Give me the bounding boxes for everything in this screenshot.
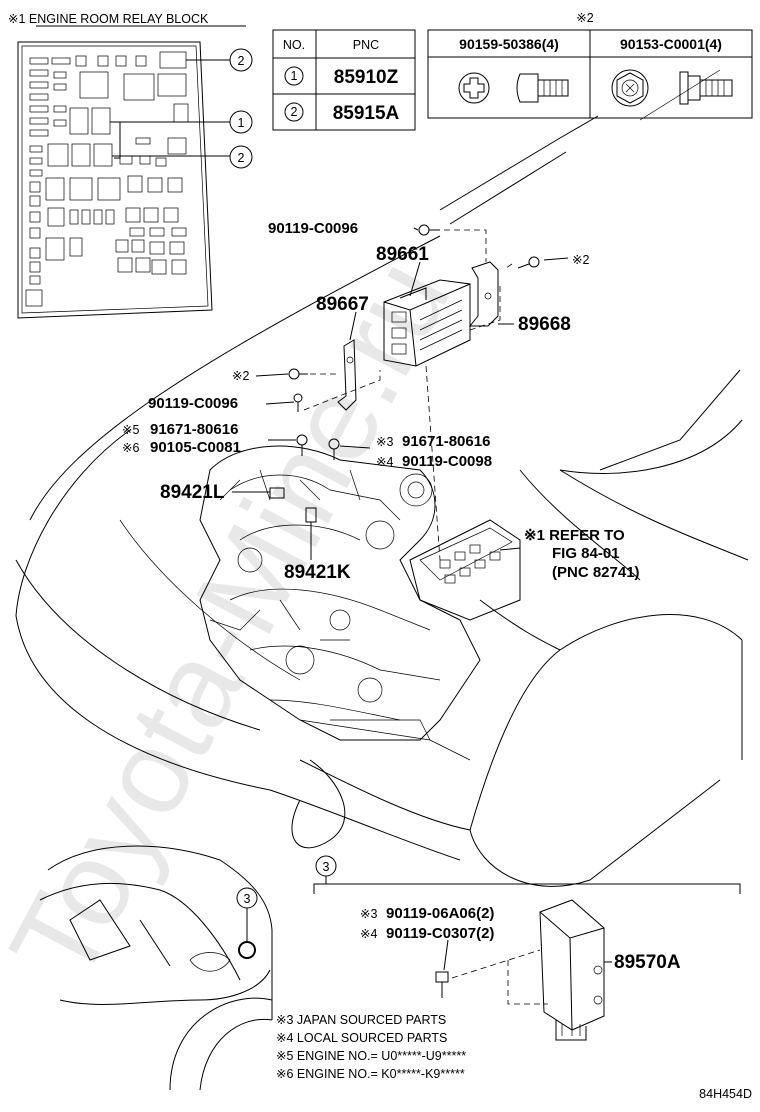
pnc-row-value: 85915A <box>333 103 400 124</box>
part-label-90119-C0096: 90119-C0096 <box>268 220 358 237</box>
bolt-icon <box>517 256 540 269</box>
part-label-89667: 89667 <box>316 294 369 315</box>
part-label-89421L: 89421L <box>160 482 225 503</box>
part-label-90119-C0307: 90119-C0307(2) <box>386 925 494 942</box>
svg-text:2: 2 <box>238 151 245 165</box>
svg-text:3: 3 <box>323 860 330 874</box>
screw-side-icon <box>516 73 569 103</box>
pnc-row-value: 85910Z <box>334 67 399 88</box>
bolt-icon <box>418 224 440 236</box>
relay-block-drawing <box>17 41 230 319</box>
knock-sensor-icon <box>250 487 285 499</box>
bolt-side-icon <box>679 71 733 105</box>
bolt-icon <box>435 971 449 998</box>
bolt-icon <box>293 393 303 412</box>
bolt-table-title: ※2 <box>576 11 593 25</box>
refer-note-line3: (PNC 82741) <box>552 564 640 581</box>
callout-2-bottom: 2 <box>229 145 253 169</box>
part-label-89668: 89668 <box>518 314 571 335</box>
watermark: Toyota-Mine.ru <box>0 239 476 1003</box>
note-2-right: ※2 <box>572 253 589 267</box>
svg-text:2: 2 <box>238 54 245 68</box>
part-label-89661: 89661 <box>376 244 429 265</box>
legend-line: ※4 LOCAL SOURCED PARTS <box>276 1031 447 1045</box>
pnc-table: NO. PNC 1 85910Z 2 85915A <box>272 29 416 131</box>
assembly-dashed-lines <box>300 229 513 561</box>
legend-line: ※3 JAPAN SOURCED PARTS <box>276 1013 446 1027</box>
legend-line: ※6 ENGINE NO.= K0*****-K9***** <box>276 1067 465 1081</box>
screw-head-icon <box>458 72 490 104</box>
part-label-89570A: 89570A <box>614 952 681 973</box>
callout-2-top: 2 <box>229 48 253 72</box>
part-label-90119-06A06: 90119-06A06(2) <box>386 905 494 922</box>
ecu-89661 <box>383 279 471 367</box>
part-label-89421K: 89421K <box>284 562 351 583</box>
note-3: ※3 <box>360 907 377 921</box>
pnc-row-no: 2 <box>291 105 298 119</box>
note-2-left: ※2 <box>232 369 249 383</box>
part-label-90119-C0098: 90119-C0098 <box>402 453 492 470</box>
bolt-head-icon <box>611 69 649 107</box>
part-label-90105-C0081: 90105-C0081 <box>150 439 241 456</box>
pnc-header-pnc: PNC <box>353 38 379 52</box>
part-label-90119-C0096: 90119-C0096 <box>148 395 238 412</box>
part-label-91671-80616: 91671-80616 <box>150 421 238 438</box>
part-label-91671-80616: 91671-80616 <box>402 433 490 450</box>
bolt-table: ※2 90159-50386(4) 90153-C0001(4) <box>427 11 753 119</box>
relay-block-title: ※1 ENGINE ROOM RELAY BLOCK <box>8 12 209 26</box>
note-5: ※5 <box>122 423 139 437</box>
svg-text:3: 3 <box>244 892 251 906</box>
bracket-89668 <box>468 261 499 327</box>
legend-line: ※5 ENGINE NO.= U0*****-U9***** <box>276 1049 466 1063</box>
bolt-header-right: 90153-C0001(4) <box>620 36 722 52</box>
refer-note-line1: ※1 REFER TO <box>524 527 625 544</box>
note-3: ※3 <box>376 435 393 449</box>
rear-car-outline <box>39 845 273 1091</box>
pnc-header-no: NO. <box>283 38 305 52</box>
bracket-89667 <box>337 339 357 411</box>
sensor-bolt-icon <box>296 434 308 456</box>
engine-assembly <box>199 445 521 741</box>
figure-code: 84H454D <box>699 1087 752 1101</box>
callout-3-left: 3 <box>236 887 258 959</box>
note-6: ※6 <box>122 441 139 455</box>
knock-sensor-icon <box>305 507 317 560</box>
note-4: ※4 <box>360 927 377 941</box>
pnc-row-no: 1 <box>291 69 298 83</box>
refer-note-line2: FIG 84-01 <box>552 545 620 562</box>
svg-text:1: 1 <box>238 116 245 130</box>
callout-3-bracket: 3 <box>313 855 741 894</box>
bolt-icon <box>288 368 308 380</box>
sensor-bolt-icon <box>328 438 340 460</box>
bolt-header-left: 90159-50386(4) <box>459 36 559 52</box>
note-4: ※4 <box>376 455 393 469</box>
callout-1: 1 <box>229 110 253 134</box>
module-89570A <box>539 899 605 1041</box>
